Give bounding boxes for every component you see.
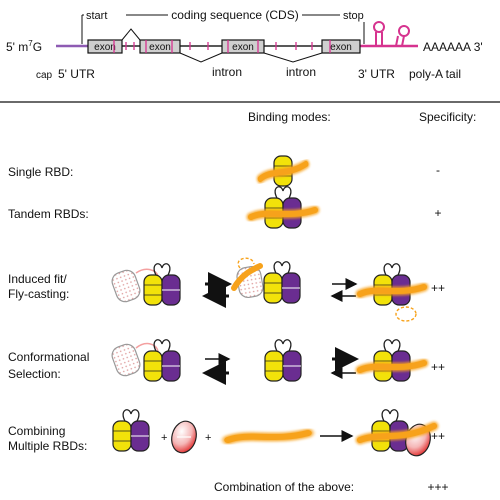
tandem-rbds-graphic (251, 187, 315, 228)
svg-text:exon: exon (330, 42, 352, 53)
binding-modes-header: Binding modes: (248, 110, 331, 124)
specificity-combining: ++ (431, 429, 445, 443)
stop-label: stop (343, 10, 364, 22)
exon-2: exon (139, 39, 181, 54)
specificity-single-rbd: - (436, 163, 440, 177)
row-label-combining: Combining (8, 424, 65, 438)
stem-loops (373, 21, 410, 47)
conformational-arrows-2 (330, 347, 359, 379)
cap-label: cap (36, 70, 53, 81)
induced-fit-arrows-2 (330, 278, 358, 302)
row-label-multiple-rbds: Multiple RBDs: (8, 439, 87, 453)
induced-fit-arrows-1 (202, 272, 232, 308)
splice-arc-1 (121, 28, 141, 41)
row-label-selection: Selection: (8, 367, 61, 381)
row-label-induced-fit: Induced fit/ (8, 272, 67, 286)
specificity-conformational: ++ (431, 360, 445, 374)
intron-label-2: intron (286, 65, 316, 79)
exon-4: exon (321, 39, 361, 54)
splice-arc-3 (263, 52, 323, 63)
cds-label: coding sequence (CDS) (171, 8, 298, 22)
plus-sign-1: + (161, 432, 167, 444)
combination-label: Combination of the above: (214, 480, 354, 494)
utr3-label: 3' UTR (358, 67, 395, 81)
row-label-single-rbd: Single RBD: (8, 165, 73, 179)
splice-marks (113, 40, 331, 53)
induced-fit-state-2 (230, 257, 300, 304)
row-label-conformational: Conformational (8, 350, 89, 364)
intron-label-1: intron (212, 65, 242, 79)
utr5-label: 5' UTR (58, 67, 95, 81)
specificity-tandem-rbds: + (434, 206, 441, 220)
svg-text:exon: exon (149, 42, 171, 53)
combining-rna (228, 433, 308, 440)
single-rbd-graphic (259, 155, 307, 187)
induced-fit-state-3 (360, 264, 424, 322)
row-label-tandem-rbds: Tandem RBDs: (8, 207, 89, 221)
specificity-header: Specificity: (419, 110, 476, 124)
conformational-arrows-1 (202, 353, 231, 385)
five-prime-cap: 5' m7G (6, 39, 42, 54)
combining-complex (355, 410, 439, 457)
exon-3: exon (221, 39, 265, 54)
specificity-induced-fit: ++ (431, 281, 445, 295)
induced-fit-state-1 (108, 264, 180, 305)
conformational-state-1 (108, 340, 180, 381)
conformational-state-3 (360, 340, 424, 381)
polya-sequence: AAAAAA 3' (423, 40, 483, 54)
svg-text:exon: exon (94, 42, 116, 53)
polya-tail-label: poly-A tail (409, 67, 461, 81)
row-label-fly-casting: Fly-casting: (8, 287, 69, 301)
combining-red-domain (171, 420, 197, 454)
svg-text:exon: exon (232, 42, 254, 53)
combining-tandem (113, 410, 149, 451)
conformational-state-2 (265, 340, 301, 381)
splice-arc-2 (179, 52, 223, 63)
mrna-schematic: start coding sequence (CDS) stop exon ex… (6, 8, 483, 81)
exon-1: exon (87, 39, 123, 54)
combination-specificity: +++ (427, 480, 448, 494)
plus-sign-2: + (205, 432, 211, 444)
start-label: start (86, 10, 107, 22)
